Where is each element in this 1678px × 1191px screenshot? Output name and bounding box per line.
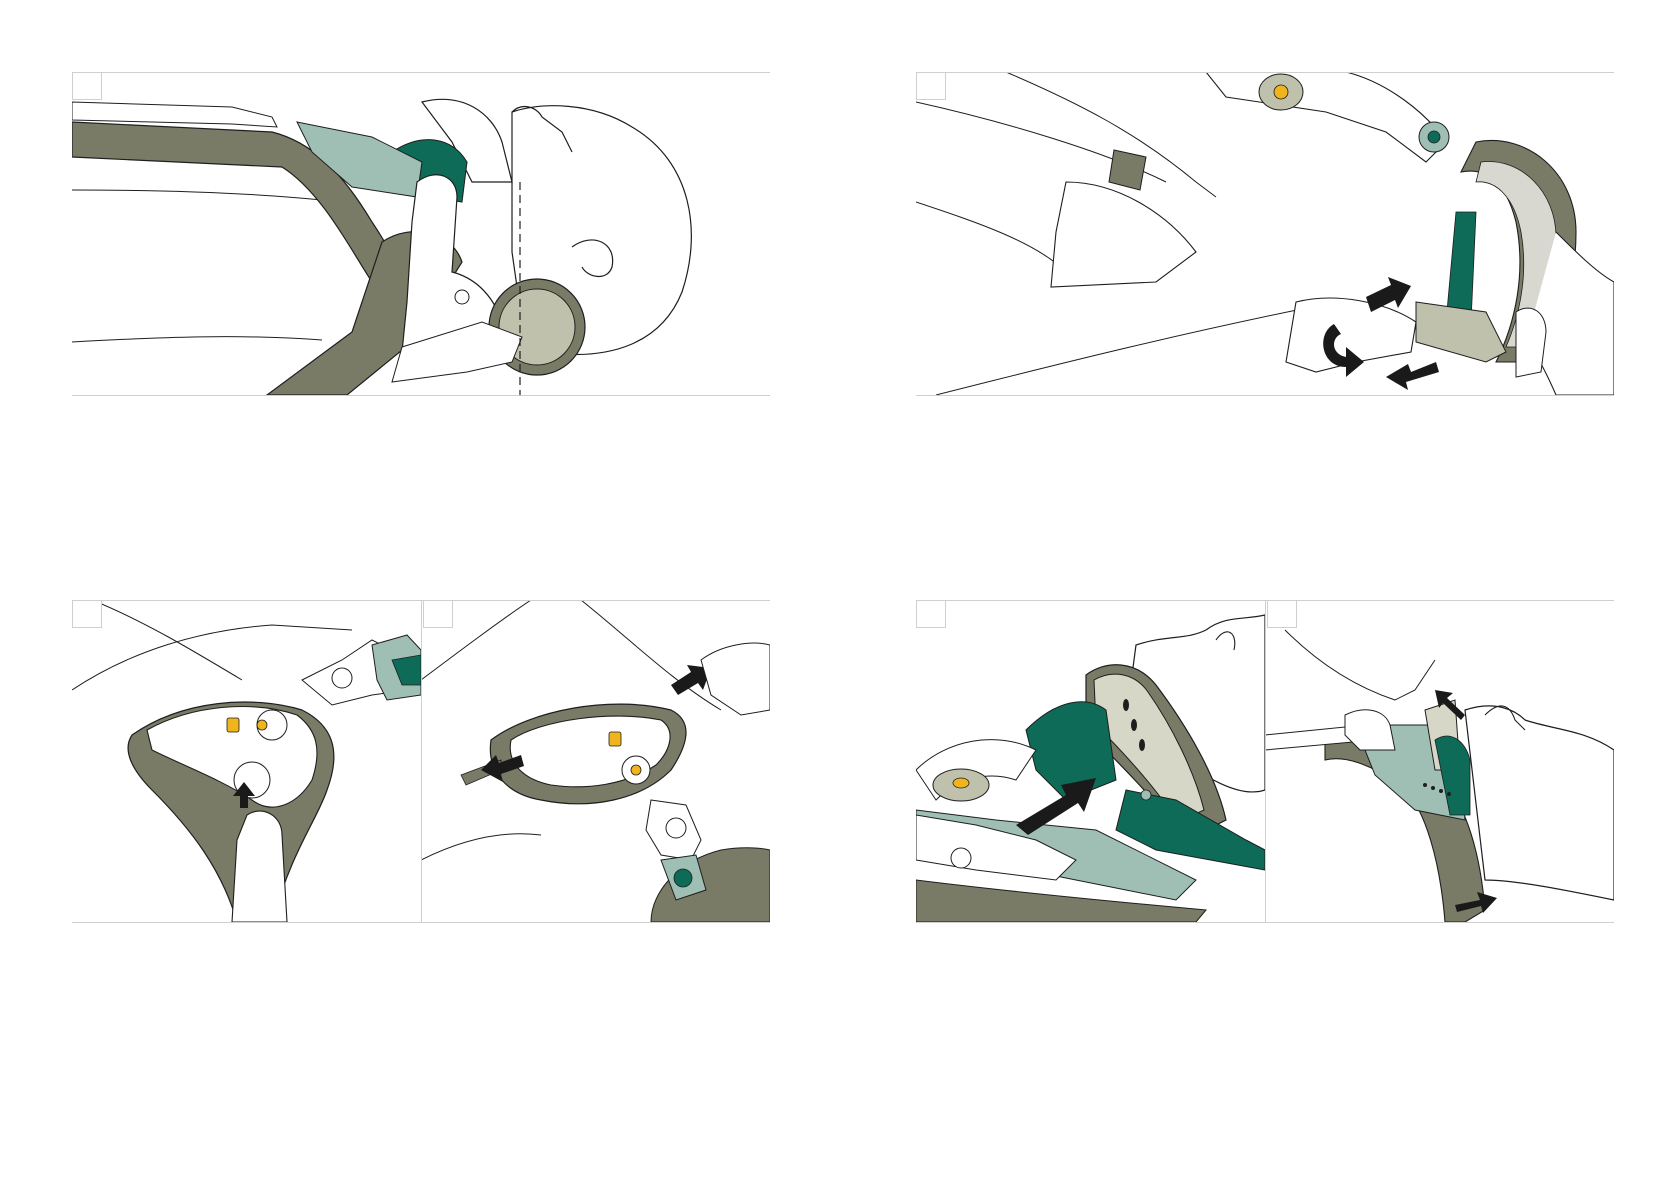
figure-1-collar-sizing: [72, 72, 770, 395]
caregiver-arm: [1285, 630, 1435, 700]
patient-body-line-2: [581, 600, 721, 710]
push-arrow: [1366, 277, 1411, 312]
collar-teal-strip: [1446, 212, 1476, 322]
figure-3-divider: [421, 600, 422, 922]
figure-1-bottom-rule: [72, 395, 770, 396]
patient-head: [1465, 706, 1614, 900]
figure-3b-collar-release: [421, 600, 770, 922]
figure-2-step-box: [916, 72, 946, 100]
pad-hole-1: [1123, 699, 1129, 711]
figure-1-illustration: [72, 72, 770, 395]
figure-4b-illustration: [1265, 600, 1614, 922]
base-lock-tab: [609, 732, 621, 746]
base-yellow-dot: [631, 765, 641, 775]
figure-3b-illustration: [421, 600, 770, 922]
figure-4-bottom-rule: [916, 922, 1614, 923]
collar-dot-4: [1447, 792, 1451, 796]
pad-hole-2: [1131, 719, 1137, 731]
figure-2-bottom-rule: [916, 395, 1614, 396]
figure-2-collar-adjust: [916, 72, 1614, 395]
collar-dot-3: [1439, 789, 1443, 793]
figure-4-top-rule: [916, 600, 1614, 601]
figure-3a-collar-base: [72, 600, 421, 922]
figure-4a-chin-support: [916, 600, 1265, 922]
collar-knob-center: [1428, 131, 1440, 143]
figure-1-top-rule: [72, 72, 770, 73]
caregiver-cuff: [1051, 182, 1196, 287]
figure-1-step-box: [72, 72, 102, 100]
figure-3-top-rule: [72, 600, 770, 601]
figure-4b-collar-fitted: [1265, 600, 1614, 922]
collar-dot-1: [1423, 783, 1427, 787]
figure-4b-step-box: [1267, 600, 1297, 628]
caregiver-hand-right: [1516, 308, 1546, 377]
patient-torso-line-2: [936, 302, 1336, 395]
pad-hole-3: [1139, 739, 1145, 751]
linkage-knob: [332, 668, 352, 688]
base-dial-center: [953, 778, 969, 788]
linkage-knob: [666, 818, 686, 838]
figure-3-bottom-rule: [72, 922, 770, 923]
collar-base: [1416, 302, 1506, 362]
base-yellow-dot: [257, 720, 267, 730]
patient-chest-line: [72, 337, 322, 342]
base-lock-tab: [227, 718, 239, 732]
collar-dot-2: [1431, 786, 1435, 790]
figure-4a-step-box: [916, 600, 946, 628]
figure-4a-illustration: [916, 600, 1265, 922]
patient-body-line-2: [92, 600, 242, 680]
collar-dial-center: [1274, 85, 1288, 99]
teal-screw: [1141, 790, 1151, 800]
patient-torso-line: [916, 202, 1066, 272]
figure-3b-step-box: [423, 600, 453, 628]
figure-4-divider: [1265, 600, 1266, 922]
caregiver-sleeve-band: [1109, 150, 1146, 190]
patient-shoulder-line: [72, 190, 322, 200]
teal-knob: [674, 869, 692, 887]
figure-3a-illustration: [72, 600, 421, 922]
collar-top-strap: [1206, 72, 1446, 162]
pull-arrow: [1386, 362, 1439, 390]
figure-2-illustration: [916, 72, 1614, 395]
base-knob: [951, 848, 971, 868]
figure-3a-step-box: [72, 600, 102, 628]
figure-2-top-rule: [916, 72, 1614, 73]
hand-ring: [455, 290, 469, 304]
patient-body-line-3: [421, 834, 541, 860]
